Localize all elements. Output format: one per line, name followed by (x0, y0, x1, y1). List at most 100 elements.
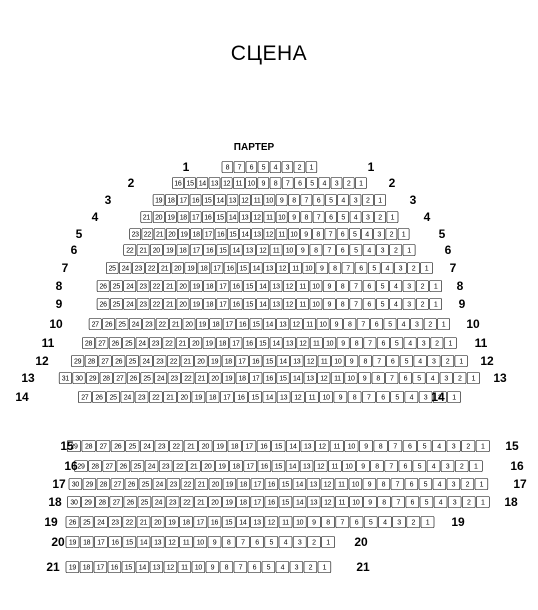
seat[interactable]: 26 (116, 460, 131, 472)
seat[interactable]: 11 (328, 460, 342, 472)
seat[interactable]: 27 (88, 318, 102, 330)
seat[interactable]: 11 (269, 244, 283, 256)
seat[interactable]: 23 (158, 460, 173, 472)
seat[interactable]: 13 (239, 211, 251, 223)
seat[interactable]: 7 (361, 391, 376, 403)
seat[interactable]: 10 (292, 516, 307, 528)
seat[interactable]: 9 (288, 211, 300, 223)
seat[interactable]: 8 (219, 561, 234, 573)
seat[interactable]: 14 (290, 372, 304, 384)
seat[interactable]: 13 (283, 337, 296, 349)
seat[interactable]: 8 (269, 177, 282, 189)
seat[interactable]: 1 (476, 496, 490, 508)
seat[interactable]: 6 (402, 440, 417, 452)
seat[interactable]: 18 (79, 536, 94, 548)
seat[interactable]: 20 (176, 298, 190, 310)
seat[interactable]: 25 (125, 355, 139, 367)
seat[interactable]: 10 (287, 228, 300, 240)
seat[interactable]: 4 (389, 280, 403, 292)
seat[interactable]: 13 (251, 228, 263, 240)
seat[interactable]: 22 (150, 298, 163, 310)
seat[interactable]: 7 (363, 337, 377, 349)
seat[interactable]: 15 (276, 372, 290, 384)
seat[interactable]: 10 (275, 211, 288, 223)
seat[interactable]: 11 (329, 440, 344, 452)
seat[interactable]: 29 (74, 460, 88, 472)
seat[interactable]: 9 (345, 355, 359, 367)
seat[interactable]: 8 (336, 298, 349, 310)
seat[interactable]: 23 (132, 262, 145, 274)
seat[interactable]: 2 (440, 355, 455, 367)
seat[interactable]: 8 (309, 244, 323, 256)
seat[interactable]: 13 (276, 391, 291, 403)
seat[interactable]: 19 (215, 460, 229, 472)
seat[interactable]: 6 (245, 161, 258, 173)
seat[interactable]: 15 (122, 536, 137, 548)
seat[interactable]: 8 (347, 391, 362, 403)
seat[interactable]: 5 (337, 211, 350, 223)
seat[interactable]: 7 (324, 228, 337, 240)
seat[interactable]: 10 (348, 478, 363, 490)
seat[interactable]: 26 (92, 391, 106, 403)
seat[interactable]: 13 (290, 355, 304, 367)
seat[interactable]: 12 (256, 244, 270, 256)
seat[interactable]: 17 (189, 211, 202, 223)
seat[interactable]: 22 (155, 318, 169, 330)
seat[interactable]: 12 (263, 228, 276, 240)
seat[interactable]: 4 (318, 177, 331, 189)
seat[interactable]: 18 (229, 460, 243, 472)
seat[interactable]: 27 (96, 440, 111, 452)
seat[interactable]: 26 (126, 372, 140, 384)
seat[interactable]: 20 (194, 355, 208, 367)
seat[interactable]: 23 (165, 496, 180, 508)
seat[interactable]: 5 (349, 244, 363, 256)
seat[interactable]: 10 (349, 496, 363, 508)
seat[interactable]: 13 (150, 536, 165, 548)
seat[interactable]: 12 (165, 536, 179, 548)
seat[interactable]: 22 (162, 337, 176, 349)
seat[interactable]: 16 (256, 440, 271, 452)
seat[interactable]: 24 (123, 280, 137, 292)
seat[interactable]: 4 (337, 194, 350, 206)
seat[interactable]: 28 (99, 372, 113, 384)
seat[interactable]: 22 (180, 478, 195, 490)
seat[interactable]: 29 (71, 355, 85, 367)
seat[interactable]: 13 (263, 262, 276, 274)
seat[interactable]: 13 (299, 460, 314, 472)
seat[interactable]: 17 (250, 496, 265, 508)
seat[interactable]: 18 (190, 228, 202, 240)
seat[interactable]: 13 (269, 298, 283, 310)
seat[interactable]: 14 (285, 440, 300, 452)
seat[interactable]: 16 (257, 460, 272, 472)
seat[interactable]: 10 (316, 318, 330, 330)
seat[interactable]: 27 (113, 372, 127, 384)
seat[interactable]: 1 (437, 318, 450, 330)
seat[interactable]: 6 (362, 298, 376, 310)
seat[interactable]: 5 (261, 561, 276, 573)
seat[interactable]: 3 (292, 536, 307, 548)
seat[interactable]: 18 (179, 516, 193, 528)
seat[interactable]: 11 (263, 211, 276, 223)
seat[interactable]: 1 (305, 161, 318, 173)
seat[interactable]: 21 (187, 460, 201, 472)
seat[interactable]: 5 (348, 228, 361, 240)
seat[interactable]: 2 (385, 228, 398, 240)
seat[interactable]: 19 (65, 561, 80, 573)
seat[interactable]: 3 (402, 280, 416, 292)
seat[interactable]: 25 (110, 280, 123, 292)
seat[interactable]: 4 (433, 496, 448, 508)
seat[interactable]: 19 (178, 228, 190, 240)
seat[interactable]: 4 (275, 561, 290, 573)
seat[interactable]: 17 (202, 228, 215, 240)
seat[interactable]: 3 (410, 318, 424, 330)
seat[interactable]: 22 (123, 244, 137, 256)
seat[interactable]: 7 (322, 244, 336, 256)
seat[interactable]: 22 (173, 460, 187, 472)
seat[interactable]: 2 (461, 496, 476, 508)
seat[interactable]: 17 (210, 262, 224, 274)
seat[interactable]: 10 (319, 391, 334, 403)
seat[interactable]: 16 (189, 194, 202, 206)
seat[interactable]: 25 (122, 337, 136, 349)
seat[interactable]: 25 (137, 496, 152, 508)
seat[interactable]: 10 (282, 244, 296, 256)
